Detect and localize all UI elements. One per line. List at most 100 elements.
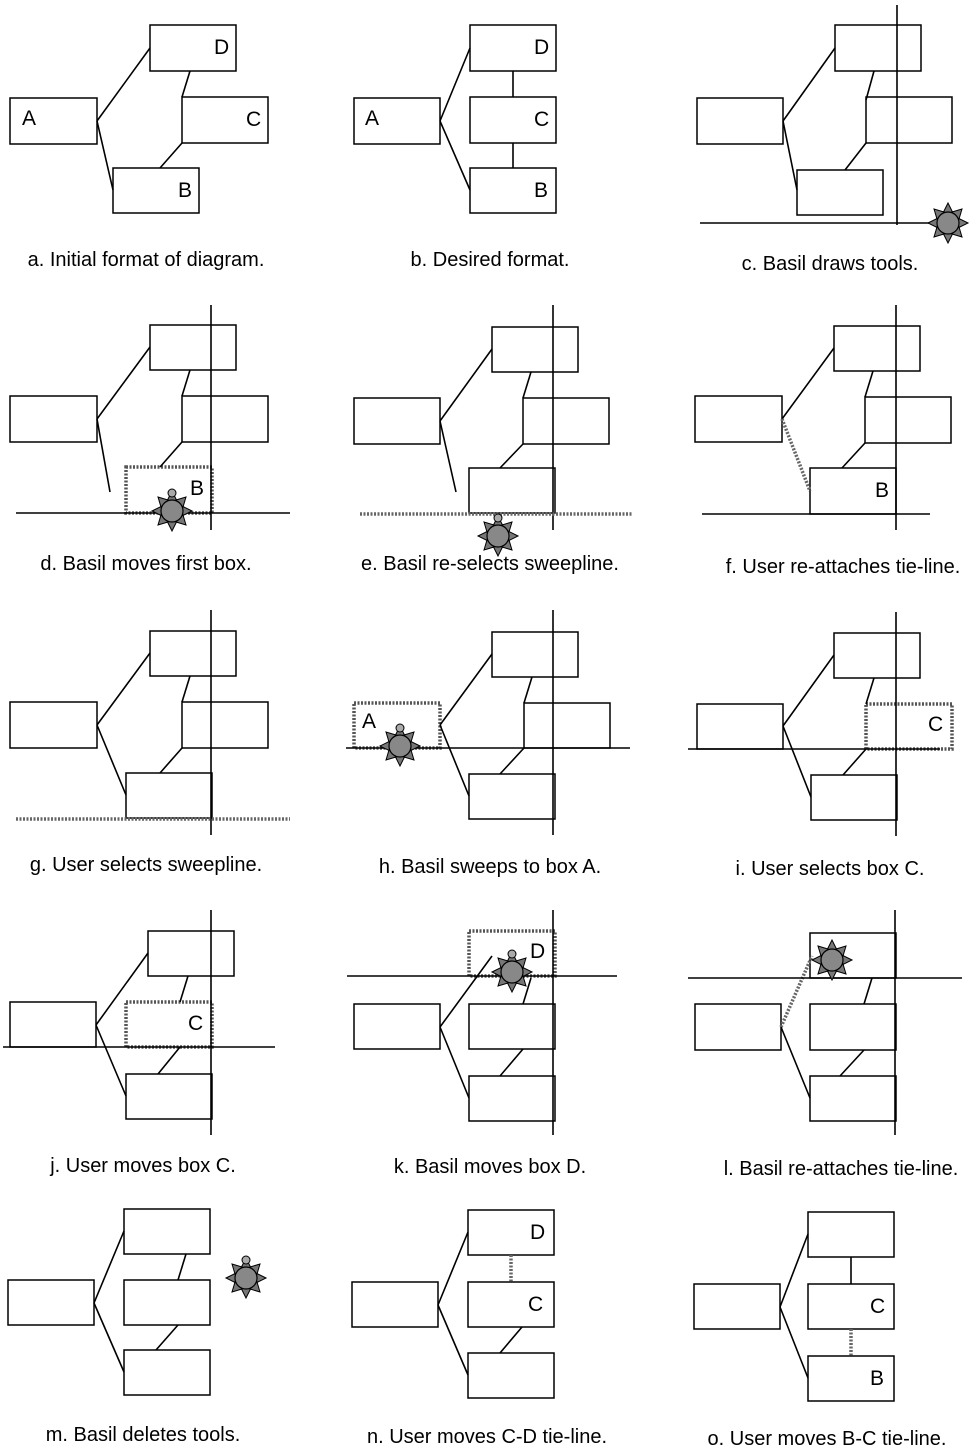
tie-line-c-b: [500, 748, 524, 774]
box-a: [8, 1280, 94, 1325]
tie-line-c-d: [865, 371, 873, 397]
tie-line-c-b: [842, 443, 865, 468]
panel-h: A h. Basil sweeps to box A.: [346, 610, 630, 878]
panel-m: m. Basil deletes tools.: [8, 1209, 266, 1446]
tie-line-a-d: [97, 347, 150, 419]
tie-line-c-d: [523, 372, 531, 398]
tie-line-a-d-selected: [781, 956, 812, 1027]
tie-line-a-b: [96, 1025, 126, 1096]
box-c: [182, 396, 268, 442]
tie-line-a-d: [440, 654, 492, 725]
box-a-label: A: [365, 107, 379, 130]
tie-line-a-d: [438, 1232, 468, 1305]
tie-line-a-d: [94, 1231, 124, 1303]
box-b: [468, 1353, 554, 1398]
box-a: [695, 396, 782, 442]
caption-m: m. Basil deletes tools.: [46, 1424, 241, 1446]
tie-line-c-d: [524, 677, 532, 703]
tie-line-a-b: [783, 726, 811, 797]
panel-k: D k. Basil moves box D.: [347, 910, 617, 1178]
box-a: [10, 1002, 96, 1047]
panel-d: B d. Basil moves first box.: [10, 305, 290, 575]
turtle-icon: [812, 940, 852, 980]
box-d: [124, 1209, 210, 1254]
box-b: [469, 1076, 555, 1121]
tie-line-a-b: [440, 1027, 469, 1098]
box-d: [834, 633, 920, 678]
box-b-label: B: [875, 479, 889, 502]
panel-b: A D C B b. Desired format.: [354, 25, 569, 271]
tie-line-c-d: [182, 71, 190, 97]
box-a: [697, 704, 783, 749]
box-b: [469, 774, 555, 819]
caption-i: i. User selects box C.: [736, 858, 925, 880]
box-c: [523, 398, 609, 444]
panel-e: e. Basil re-selects sweepline.: [354, 305, 632, 575]
box-d-label: D: [530, 940, 545, 963]
tie-line-c-d: [864, 978, 872, 1004]
box-b: [797, 170, 883, 215]
box-a: [694, 1284, 780, 1329]
tie-line-a-b: [783, 121, 797, 190]
tie-line-c-d: [866, 678, 874, 704]
box-b-label: B: [870, 1367, 884, 1390]
box-a: [697, 98, 783, 144]
box-d-label: D: [214, 36, 229, 59]
tie-line-c-b: [156, 1325, 178, 1350]
tie-line-c-d: [182, 370, 190, 396]
tie-line-a-b: [438, 1305, 468, 1375]
box-b: [124, 1350, 210, 1395]
tie-line-a-d: [97, 653, 150, 725]
turtle-icon: [928, 203, 968, 243]
box-b: [810, 1076, 896, 1121]
tie-line-a-d: [440, 349, 492, 421]
tie-line-a-b: [780, 1307, 808, 1378]
caption-a: a. Initial format of diagram.: [28, 249, 265, 271]
box-d: [834, 326, 920, 371]
box-c: [866, 97, 952, 143]
box-a-label: A: [22, 107, 36, 130]
tie-line-c-b: [160, 143, 182, 168]
tie-line-c-b: [158, 1047, 180, 1074]
box-a: [10, 702, 97, 748]
caption-h: h. Basil sweeps to box A.: [379, 856, 601, 878]
tie-line-a-d: [783, 655, 834, 726]
tie-line-a-b: [440, 725, 469, 796]
panel-l: l. Basil re-attaches tie-line.: [688, 910, 962, 1180]
box-d: [492, 327, 578, 372]
tie-line-a-d: [783, 48, 835, 121]
tie-line-a-b: [97, 419, 110, 492]
box-b: [126, 1074, 212, 1119]
tie-line-a-b: [440, 421, 456, 492]
tie-line-c-b: [500, 1327, 522, 1353]
box-c: [469, 1004, 555, 1049]
box-c-label: C: [528, 1293, 543, 1316]
box-c: [865, 397, 951, 443]
box-a: [354, 398, 440, 444]
caption-l: l. Basil re-attaches tie-line.: [724, 1158, 959, 1180]
box-c: [182, 702, 268, 748]
tie-line-c-b: [500, 1049, 523, 1076]
caption-g: g. User selects sweepline.: [30, 854, 262, 876]
tie-line-c-b: [500, 444, 523, 468]
box-d: [148, 931, 234, 976]
box-c: [124, 1280, 210, 1325]
box-c-label: C: [534, 108, 549, 131]
box-d: [150, 325, 236, 370]
box-b-label: B: [534, 179, 548, 202]
tie-line-c-d: [182, 676, 190, 702]
turtle-icon: [478, 514, 518, 556]
box-d: [808, 1212, 894, 1257]
tie-line-a-b-selected: [782, 419, 810, 491]
panel-n: D C n. User moves C-D tie-line.: [352, 1210, 607, 1448]
turtle-icon: [226, 1256, 266, 1298]
caption-e: e. Basil re-selects sweepline.: [361, 553, 619, 575]
caption-k: k. Basil moves box D.: [394, 1156, 586, 1178]
tie-line-c-b: [160, 748, 182, 773]
box-b-label: B: [190, 477, 204, 500]
tie-line-c-d: [866, 71, 874, 100]
panel-g: g. User selects sweepline.: [10, 610, 290, 876]
box-c-label: C: [870, 1295, 885, 1318]
tie-line-c-b: [160, 442, 182, 467]
